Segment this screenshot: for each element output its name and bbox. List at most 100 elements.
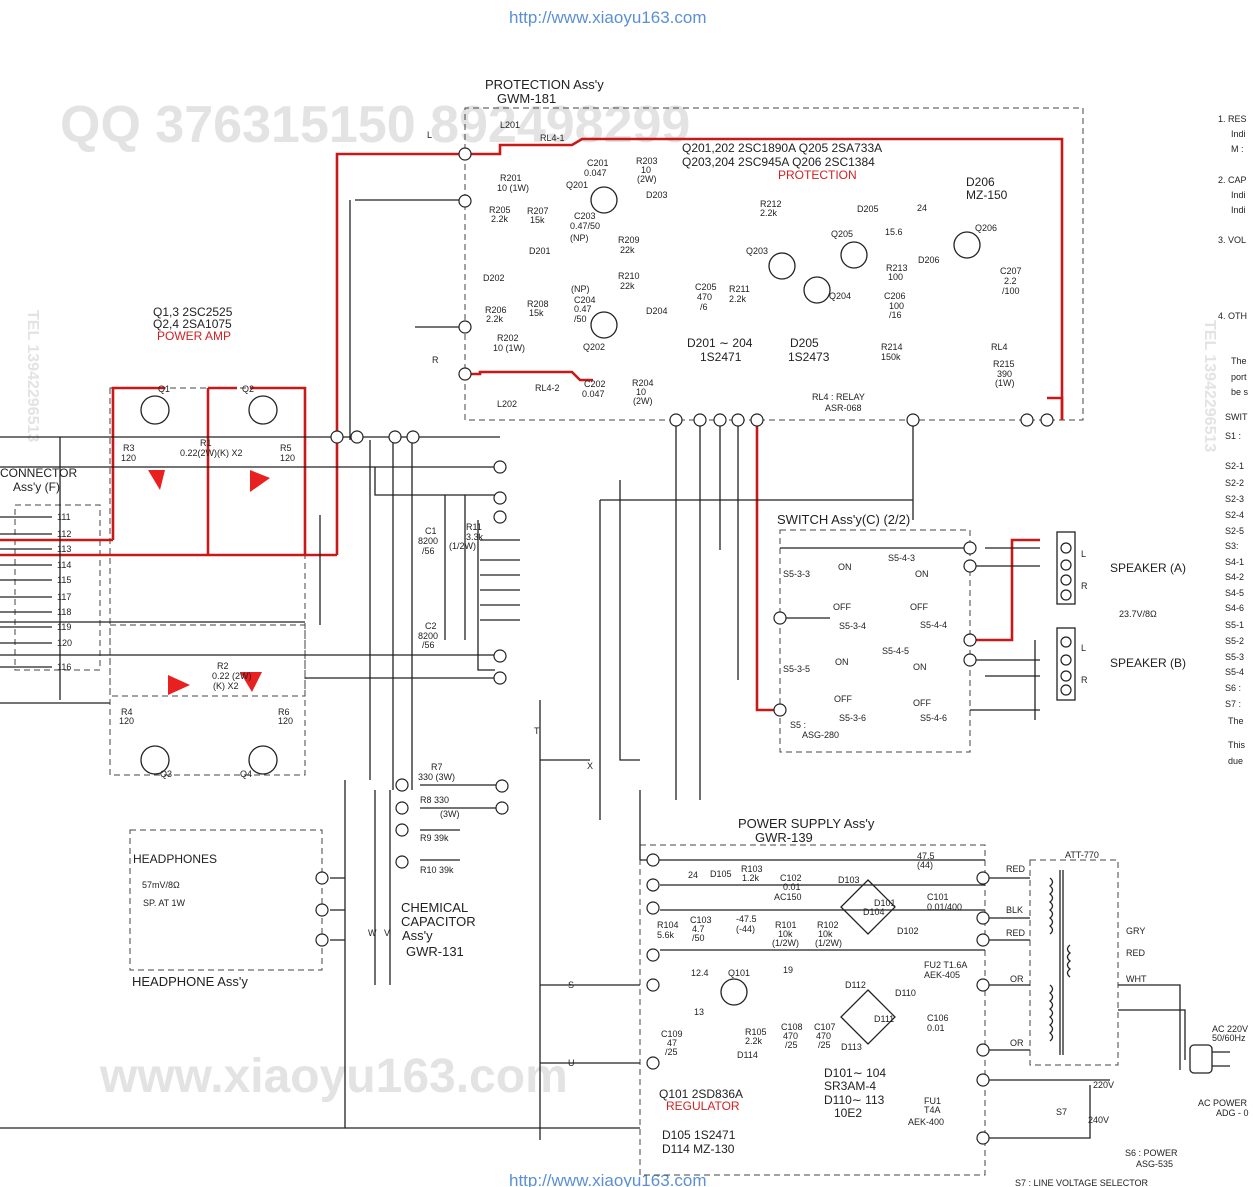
svg-text:S2-3: S2-3: [1225, 494, 1244, 504]
connector-pin-115: 115: [57, 575, 71, 585]
svg-text:/100: /100: [1002, 286, 1020, 296]
svg-text:OFF: OFF: [910, 602, 928, 612]
svg-text:L202: L202: [497, 399, 517, 409]
protection-code: GWM-181: [497, 91, 556, 106]
svg-text:Indi: Indi: [1231, 205, 1246, 215]
svg-text:CHEMICAL: CHEMICAL: [401, 900, 468, 915]
svg-text:S5-3-4: S5-3-4: [839, 621, 866, 631]
transistor-symbols: [140, 186, 981, 1006]
svg-text:10 (1W): 10 (1W): [497, 183, 529, 193]
svg-text:C201: C201: [587, 158, 609, 168]
svg-text:(1W): (1W): [995, 378, 1015, 388]
svg-text:S5 :: S5 :: [790, 720, 806, 730]
svg-text:Q205: Q205: [831, 229, 853, 239]
svg-text:R213: R213: [886, 263, 908, 273]
svg-text:R211: R211: [729, 284, 750, 294]
svg-text:HEADPHONES: HEADPHONES: [133, 852, 217, 866]
svg-text:Q201: Q201: [566, 180, 588, 190]
svg-text:AEK-400: AEK-400: [908, 1117, 944, 1127]
connector-pin-113: 113: [57, 544, 71, 554]
svg-text:Q204: Q204: [829, 291, 851, 301]
svg-text:-47.5: -47.5: [736, 914, 757, 924]
svg-text:C109: C109: [661, 1029, 683, 1039]
svg-text:0.01/400: 0.01/400: [927, 902, 962, 912]
svg-text:120: 120: [278, 716, 293, 726]
svg-text:10 (1W): 10 (1W): [493, 343, 525, 353]
svg-text:REGULATOR: REGULATOR: [666, 1099, 740, 1113]
svg-text:U: U: [568, 1058, 575, 1068]
svg-text:R203: R203: [636, 156, 658, 166]
svg-text:2.2k: 2.2k: [486, 314, 504, 324]
svg-text:R9 39k: R9 39k: [420, 833, 449, 843]
svg-text:R10 39k: R10 39k: [420, 865, 454, 875]
svg-text:(3W): (3W): [440, 809, 460, 819]
svg-text:D105: D105: [710, 869, 732, 879]
svg-text:(1/2W): (1/2W): [815, 938, 842, 948]
wiring: [0, 199, 1186, 1140]
svg-text:/50: /50: [692, 933, 705, 943]
connector-pin-120: 120: [57, 638, 72, 648]
svg-text:R101: R101: [775, 920, 797, 930]
svg-text:R212: R212: [760, 199, 782, 209]
svg-text:(NP): (NP): [570, 233, 589, 243]
red-signal-path: [0, 137, 1064, 712]
svg-text:S5-4-4: S5-4-4: [920, 620, 947, 630]
svg-text:C206: C206: [884, 291, 906, 301]
svg-text:C102: C102: [780, 873, 802, 883]
svg-text:OFF: OFF: [834, 694, 852, 704]
svg-text:R102: R102: [817, 920, 839, 930]
svg-text:10k: 10k: [818, 929, 833, 939]
svg-text:470: 470: [783, 1031, 798, 1041]
svg-text:R208: R208: [527, 299, 549, 309]
svg-text:D114 MZ-130: D114 MZ-130: [662, 1142, 735, 1156]
svg-text:(2W): (2W): [637, 174, 657, 184]
svg-text:C204: C204: [574, 295, 596, 305]
svg-text:2.2k: 2.2k: [745, 1036, 763, 1046]
svg-text:(1/2W): (1/2W): [772, 938, 799, 948]
ac-plug: [1189, 1044, 1230, 1074]
svg-text:R8 330: R8 330: [420, 795, 449, 805]
svg-text:120: 120: [121, 453, 136, 463]
d205-part: 1S2473: [788, 350, 830, 364]
svg-text:D105 1S2471: D105 1S2471: [662, 1128, 736, 1142]
svg-text:R214: R214: [881, 342, 903, 352]
svg-text:R: R: [1081, 675, 1088, 685]
svg-text:RED: RED: [1006, 928, 1026, 938]
protection-assy: PROTECTION Ass'y GWM-181 Q201,202 2SC189…: [427, 77, 1022, 413]
svg-text:AC150: AC150: [774, 892, 802, 902]
svg-text:/56: /56: [422, 640, 435, 650]
connector-pin-119: 119: [57, 622, 71, 632]
side-notes: 1. RES Indi M : 2. CAP Indi Indi 3. VOL …: [1218, 114, 1249, 766]
svg-text:BLK: BLK: [1006, 905, 1023, 915]
d205-label: D205: [790, 336, 819, 350]
svg-text:3.3k: 3.3k: [466, 532, 484, 542]
svg-text:Q206: Q206: [975, 223, 997, 233]
svg-text:The: The: [1228, 716, 1244, 726]
svg-text:ASG-280: ASG-280: [802, 730, 839, 740]
connector-pin-118: 118: [57, 607, 71, 617]
svg-text:S5-3-5: S5-3-5: [783, 664, 810, 674]
mid-section: C1 8200 /56 C2 8200 /56 R11 3.3k (1/2W) …: [368, 522, 593, 1068]
svg-text:SWIT: SWIT: [1225, 412, 1248, 422]
svg-text:220V: 220V: [1093, 1080, 1114, 1090]
svg-text:(NP): (NP): [571, 284, 590, 294]
svg-text:R2: R2: [217, 661, 229, 671]
svg-text:/16: /16: [889, 310, 902, 320]
connector-title: CONNECTOR: [0, 466, 77, 480]
svg-text:R210: R210: [618, 271, 640, 281]
svg-text:R209: R209: [618, 235, 640, 245]
svg-text:10: 10: [636, 387, 646, 397]
svg-text:RL4-2: RL4-2: [535, 383, 560, 393]
svg-text:RED: RED: [1006, 864, 1026, 874]
svg-text:C107: C107: [814, 1022, 836, 1032]
terminals: [315, 147, 1054, 1145]
svg-text:15k: 15k: [529, 308, 544, 318]
svg-text:57mV/8Ω: 57mV/8Ω: [142, 880, 180, 890]
svg-text:(-44): (-44): [736, 924, 755, 934]
relay-part: ASR-068: [825, 403, 862, 413]
svg-text:D110: D110: [895, 988, 916, 998]
switch-assy: SWITCH Ass'y(C) (2/2) S5 : ASG-280 ON ON…: [777, 512, 1186, 740]
svg-text:OR: OR: [1010, 1038, 1024, 1048]
svg-text:5.6k: 5.6k: [657, 930, 675, 940]
svg-text:R104: R104: [657, 920, 679, 930]
